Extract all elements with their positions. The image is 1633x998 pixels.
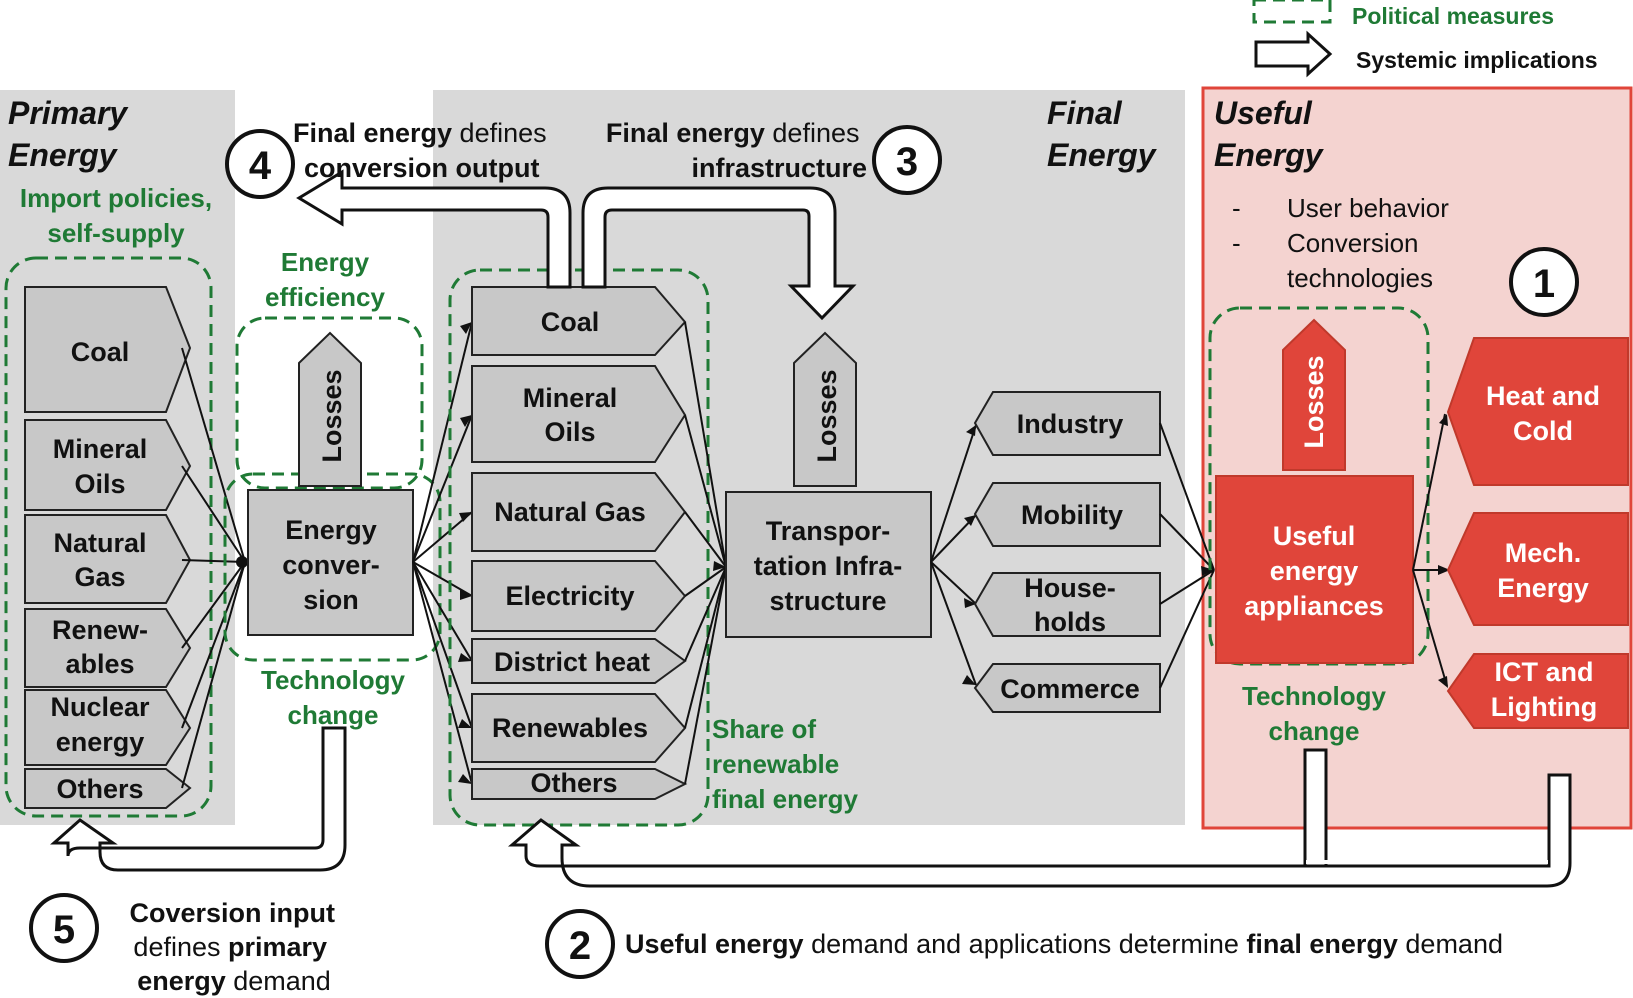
primary-renewables[interactable]: Renew-ables — [24, 608, 192, 688]
sector-mobility[interactable]: Mobility — [973, 482, 1161, 547]
svg-text:Electricity: Electricity — [505, 581, 634, 611]
svg-text:2: 2 — [569, 924, 591, 968]
svg-text:Others: Others — [56, 774, 143, 804]
sector-households[interactable]: House-holds — [973, 572, 1161, 637]
sector-industry[interactable]: Industry — [973, 391, 1161, 456]
transport-to-sector-lines — [930, 424, 977, 686]
svg-text:Industry: Industry — [1017, 409, 1124, 439]
final-to-transport-lines — [684, 321, 727, 785]
svg-text:District heat: District heat — [494, 647, 650, 677]
implication-2-text: Useful energy demand and applications de… — [625, 929, 1503, 959]
final-renewables[interactable]: Renewables — [471, 693, 687, 763]
implication-arrow-3 — [581, 186, 857, 321]
svg-text:Mobility: Mobility — [1021, 500, 1123, 530]
final-district-heat[interactable]: District heat — [471, 638, 687, 684]
conversion-to-final-lines — [412, 321, 473, 785]
svg-text:Natural Gas: Natural Gas — [494, 497, 646, 527]
implication-circle-5: 5 — [29, 893, 99, 963]
legend-systemic-label: Systemic implications — [1356, 47, 1598, 73]
legend-political-swatch — [1252, 0, 1332, 24]
final-others[interactable]: Others — [471, 768, 688, 800]
svg-text:Losses: Losses — [812, 369, 842, 462]
primary-others[interactable]: Others — [24, 768, 192, 809]
legend-systemic-arrow — [1254, 30, 1333, 78]
implication-arrow-4 — [296, 169, 572, 289]
svg-text:3: 3 — [896, 140, 918, 184]
import-policies-label: Import policies,self-supply — [20, 183, 212, 248]
implication-arrow-2 — [507, 773, 1572, 888]
implication-5-text: Coversion input defines primary energy d… — [129, 898, 342, 996]
implication-arrow-5 — [50, 726, 347, 872]
useful-losses: Losses — [1282, 318, 1346, 471]
implication-circle-2: 2 — [545, 909, 615, 979]
transport-losses: Losses — [793, 331, 857, 487]
primary-coal[interactable]: Coal — [24, 286, 192, 413]
efficiency-policy-group — [235, 316, 424, 490]
svg-text:Renew-ables: Renew-ables — [52, 615, 148, 679]
appliances-to-output-lines — [1412, 413, 1450, 688]
final-electricity[interactable]: Electricity — [471, 560, 687, 632]
implication-3-text: Final energy defines infrastructure — [606, 118, 867, 183]
implication-circle-3: 3 — [872, 125, 942, 195]
legend-political-label: Political measures — [1352, 3, 1554, 29]
svg-text:Losses: Losses — [317, 369, 347, 462]
svg-text:Mech.Energy: Mech.Energy — [1497, 538, 1589, 603]
svg-text:Commerce: Commerce — [1000, 674, 1140, 704]
svg-text:1: 1 — [1533, 262, 1555, 306]
implication-arrow-2-branch — [1303, 748, 1328, 868]
transportation-infrastructure-box[interactable]: Transpor-tation Infra-structure — [725, 491, 932, 638]
implication-4-text: Final energy defines conversion output — [293, 118, 554, 183]
sectors-to-appliances-lines — [1159, 422, 1215, 689]
output-mech-energy[interactable]: Mech.Energy — [1446, 512, 1629, 626]
svg-text:Coal: Coal — [541, 307, 600, 337]
svg-text:4: 4 — [249, 144, 272, 188]
implication-circle-4: 4 — [225, 129, 295, 199]
conversion-losses: Losses — [298, 331, 362, 487]
svg-text:Others: Others — [530, 768, 617, 798]
final-natural-gas[interactable]: Natural Gas — [471, 472, 687, 552]
sector-commerce[interactable]: Commerce — [973, 663, 1161, 713]
svg-text:Losses: Losses — [1299, 355, 1329, 448]
svg-text:5: 5 — [53, 908, 75, 952]
svg-text:Coal: Coal — [71, 337, 130, 367]
useful-bullets: -User behavior -Conversion technologies — [1232, 193, 1456, 293]
svg-text:Renewables: Renewables — [492, 713, 648, 743]
primary-policy-group — [4, 256, 213, 818]
svg-text:Transpor-tation Infra-structur: Transpor-tation Infra-structure — [754, 516, 903, 616]
primary-to-conversion-lines — [181, 347, 248, 789]
svg-text:House-holds: House-holds — [1024, 573, 1116, 637]
implication-circle-1: 1 — [1509, 247, 1579, 317]
final-policy-group — [448, 268, 710, 827]
final-coal[interactable]: Coal — [471, 286, 687, 356]
